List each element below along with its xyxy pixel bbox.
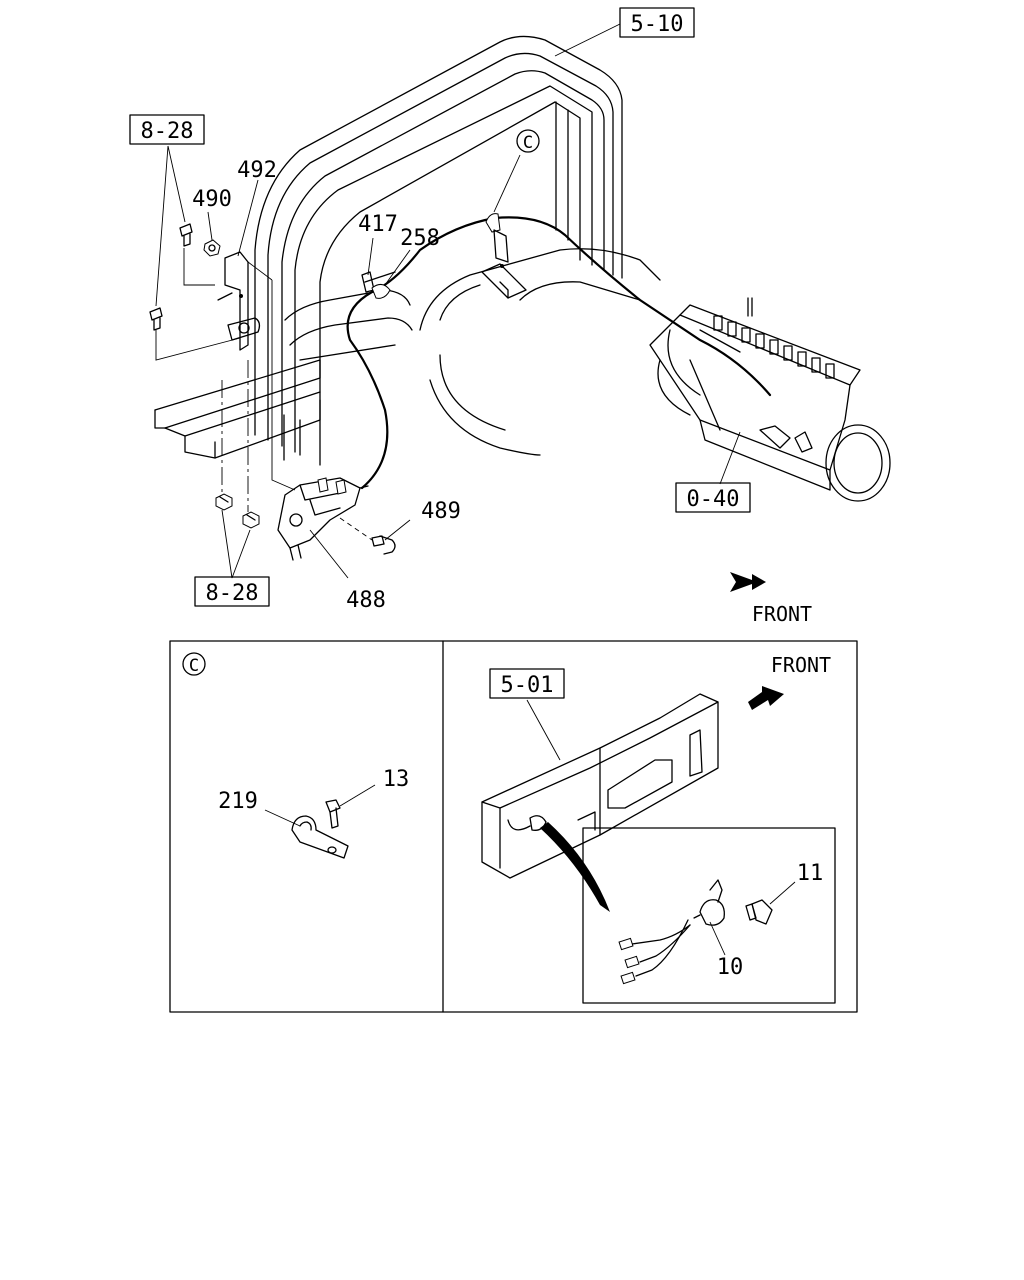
leader-258 — [384, 249, 411, 286]
part-417: 417 — [358, 212, 398, 237]
leader-13 — [339, 784, 376, 807]
leader-8-28-upper — [155, 145, 186, 307]
part-13: 13 — [383, 767, 410, 792]
leader-5-01 — [526, 699, 561, 761]
bolt-489 — [371, 535, 396, 555]
sensor-488 — [277, 477, 369, 561]
frame-rail — [154, 359, 321, 459]
leader-0-40 — [719, 431, 741, 485]
sensor-10 — [618, 879, 725, 985]
leader-10 — [709, 921, 726, 956]
ref-0-40: 0-40 — [687, 487, 740, 512]
inset-box — [582, 827, 836, 1004]
callout-c-main: C — [523, 133, 533, 153]
fuel-tank — [254, 35, 623, 466]
part-488: 488 — [346, 588, 386, 613]
front-label-panel: FRONT — [771, 653, 831, 677]
callout-c-panel: C — [189, 656, 199, 676]
ref-box-5-01 — [489, 668, 565, 699]
bolt-13 — [325, 799, 341, 829]
tank-strap — [284, 289, 413, 361]
bolt-11 — [745, 899, 773, 925]
bolt-489-guide — [339, 517, 373, 541]
clip-417-258 — [361, 271, 396, 299]
part-11: 11 — [797, 861, 824, 886]
part-10: 10 — [717, 955, 744, 980]
bracket-guide — [271, 280, 296, 491]
front-arrow-panel — [748, 686, 784, 710]
ref-box-0-40 — [675, 482, 751, 513]
leader-5-10 — [554, 23, 621, 57]
wiring-harness — [346, 216, 772, 490]
tank-floor — [419, 248, 661, 456]
part-490: 490 — [192, 187, 232, 212]
callout-c-panel-circle — [182, 652, 206, 676]
sensor-10-mounted — [507, 815, 610, 912]
ref-box-8-28-upper — [129, 114, 205, 145]
ref-box-8-28-lower — [194, 576, 270, 607]
front-arrow-main — [730, 572, 766, 592]
nut-8-28-right — [242, 511, 260, 529]
bolt-8-28-upper — [149, 307, 163, 331]
nut-8-28-left — [215, 493, 233, 511]
front-label-main: FRONT — [752, 602, 812, 626]
ref-5-01: 5-01 — [501, 673, 554, 698]
ref-5-10: 5-10 — [631, 12, 684, 37]
clip-c — [481, 213, 527, 299]
bolt-490 — [179, 223, 193, 247]
part-489: 489 — [421, 499, 461, 524]
injection-pump — [649, 297, 891, 502]
leader-bolt-path — [155, 248, 241, 361]
clamp-219 — [291, 815, 349, 859]
leader-219 — [264, 809, 301, 827]
ref-8-28-lower: 8-28 — [206, 581, 259, 606]
part-219: 219 — [218, 789, 258, 814]
frame-5-01 — [481, 693, 719, 879]
leader-488 — [309, 529, 349, 579]
leader-8-28-lower — [221, 509, 251, 579]
part-492: 492 — [237, 158, 277, 183]
leader-492 — [237, 179, 259, 257]
callout-c-main-circle — [516, 129, 540, 153]
leader-489 — [384, 519, 411, 541]
bracket-492 — [217, 251, 261, 351]
leader-c-main — [493, 154, 521, 213]
leader-490 — [207, 211, 213, 241]
bracket-guide-2 — [247, 261, 273, 281]
ref-box-5-10 — [619, 7, 695, 38]
ref-8-28-upper: 8-28 — [141, 119, 194, 144]
part-258: 258 — [400, 226, 440, 251]
nut-490 — [203, 239, 221, 257]
leader-417 — [367, 237, 374, 276]
leader-11 — [769, 881, 796, 905]
detail-panel-frame — [169, 640, 858, 1013]
